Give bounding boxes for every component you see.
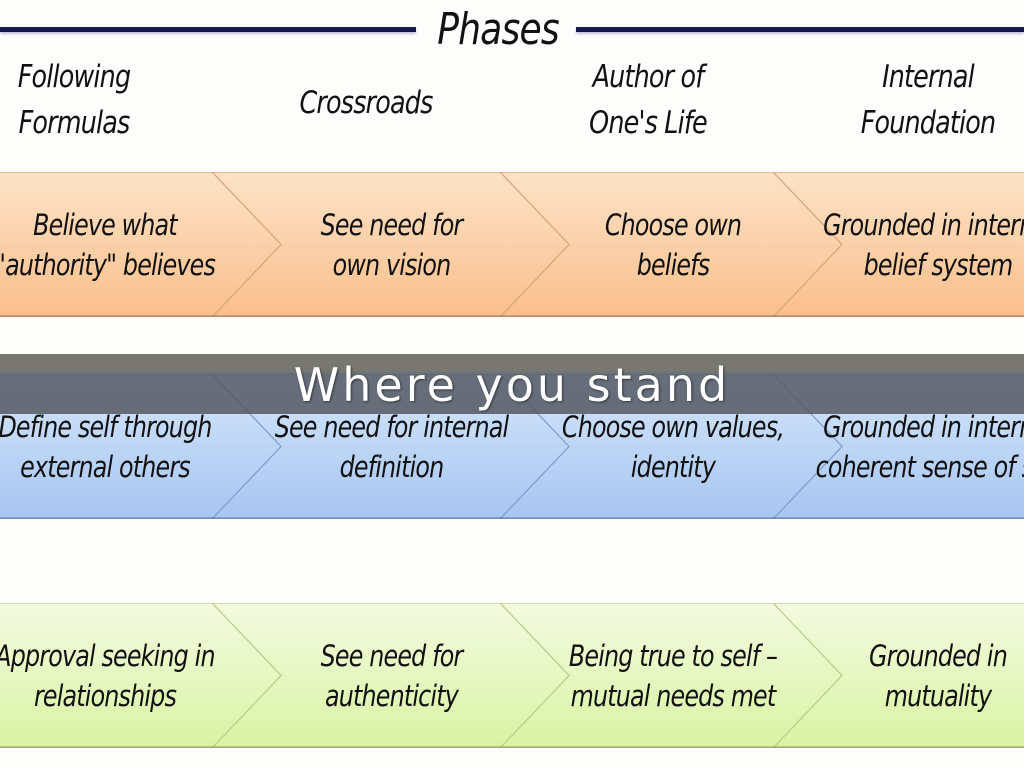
band-cell: Grounded in internal belief system [823, 207, 1024, 282]
band-chevrons [0, 603, 1024, 748]
diagram-title: Phases [437, 4, 559, 55]
band-cell: Approval seeking in relationships [0, 638, 216, 713]
band-cell: Choose own beliefs [604, 207, 742, 282]
phase-heading-crossroads: Crossroads [299, 85, 433, 121]
chevron-segment [0, 603, 282, 748]
band-cell: Believe what "authority" believes [0, 207, 216, 282]
band-cell: Choose own values, identity [561, 409, 785, 484]
band-beliefs: Believe what "authority" believes See nee… [0, 172, 1024, 317]
phase-heading-following-formulas: Following Formulas [17, 59, 131, 141]
band-cell: Being true to self – mutual needs met [568, 638, 778, 713]
phase-heading-internal-foundation: Internal Foundation [860, 59, 996, 141]
band-shadow [0, 517, 1024, 519]
band-cell: See need for own vision [320, 207, 464, 282]
banner-title: Where you stand [293, 358, 731, 412]
band-shadow [0, 746, 1024, 748]
phase-heading-author: Author of One's Life [589, 59, 708, 141]
title-rule-left [0, 27, 416, 32]
band-shadow [0, 315, 1024, 317]
chevron-segment [0, 172, 282, 317]
band-cell: Grounded in internal coherent sense of s… [815, 409, 1024, 484]
band-relationships: Approval seeking in relationships See nee… [0, 603, 1024, 748]
title-rule-right [576, 27, 1024, 32]
band-cell: Define self through external others [0, 409, 212, 484]
band-cell: See need for authenticity [320, 638, 464, 713]
band-cell: See need for internal definition [274, 409, 509, 484]
band-chevrons [0, 172, 1024, 317]
band-cell: Grounded in mutuality [869, 638, 1008, 713]
